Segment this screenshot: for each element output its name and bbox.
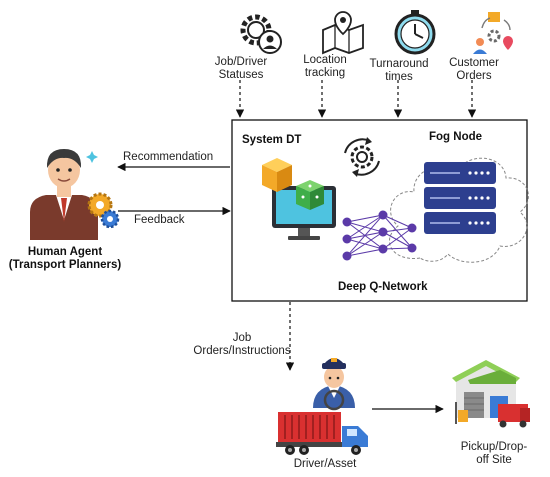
label-pickup-site: Pickup/Drop- off Site bbox=[460, 441, 528, 466]
container-truck-icon bbox=[276, 412, 368, 455]
label-job-orders: Job Orders/Instructions bbox=[193, 332, 291, 357]
label-system-dt: System DT bbox=[242, 134, 302, 146]
label-location-tracking: Location tracking bbox=[303, 54, 347, 79]
cloud-outline-icon bbox=[388, 157, 529, 263]
label-turnaround-times: Turnaround times bbox=[369, 58, 429, 83]
neural-network-icon bbox=[342, 210, 417, 261]
label-feedback: Feedback bbox=[134, 214, 185, 226]
warehouse-icon bbox=[452, 360, 530, 428]
label-fog-node: Fog Node bbox=[429, 131, 483, 143]
gear-user-icon bbox=[240, 14, 282, 54]
transport-planner-icon bbox=[30, 149, 120, 240]
label-human-agent: Human Agent (Transport Planners) bbox=[8, 246, 122, 271]
label-driver-asset: Driver/Asset bbox=[293, 458, 357, 470]
cubes-monitor-icon bbox=[262, 158, 336, 240]
label-job-driver-statuses: Job/Driver Statuses bbox=[214, 56, 268, 81]
driver-icon bbox=[313, 358, 355, 411]
label-recommendation: Recommendation bbox=[123, 151, 214, 163]
clock-icon bbox=[394, 10, 436, 55]
server-rack-icon bbox=[424, 162, 496, 234]
label-customer-orders: Customer Orders bbox=[449, 57, 499, 82]
map-location-icon bbox=[322, 11, 364, 55]
label-deep-q-network: Deep Q-Network bbox=[338, 281, 428, 293]
customer-orders-icon bbox=[473, 12, 513, 54]
recycle-gear-icon bbox=[344, 137, 380, 177]
